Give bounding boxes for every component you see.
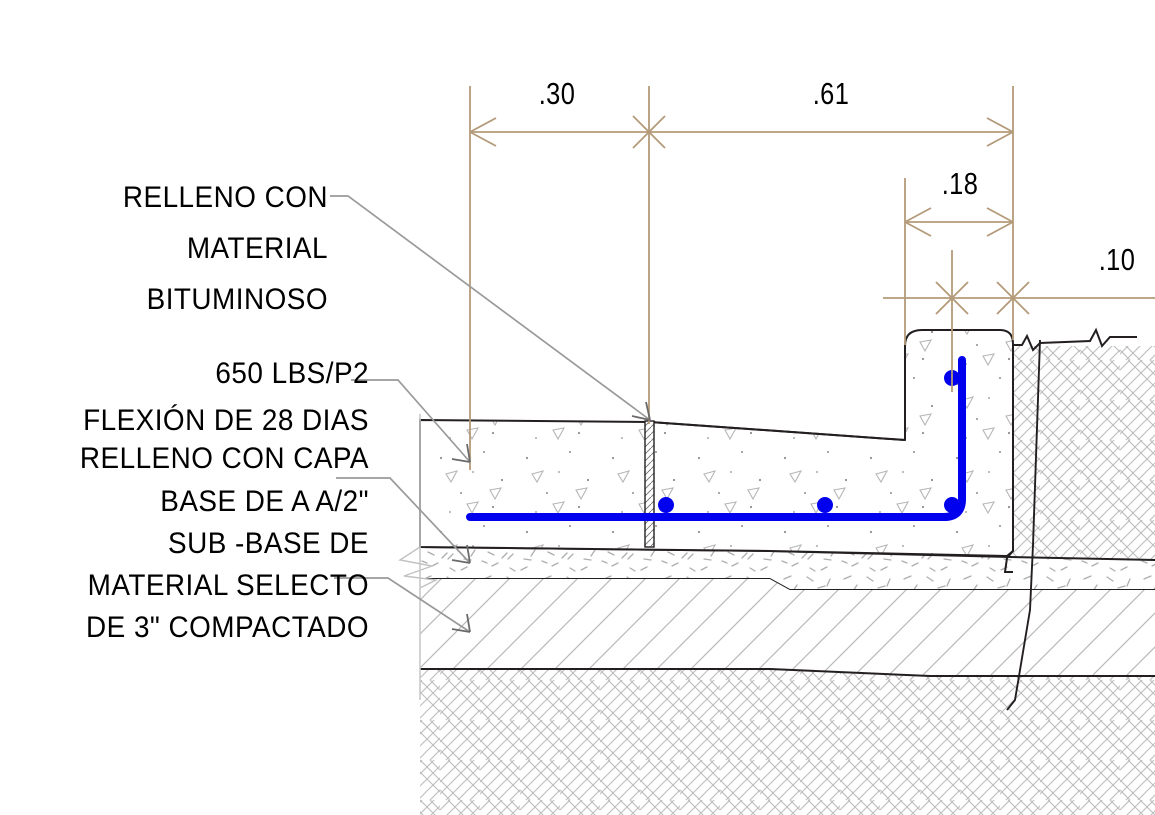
note-line-relleno-con: RELLENO CON [122, 181, 328, 214]
arrow-right-018 [986, 207, 1014, 237]
dim-label-018: .18 [941, 166, 979, 201]
construction-joint [644, 420, 655, 548]
leader-concreto [351, 379, 471, 463]
rebar-dot [658, 497, 674, 513]
arrow-left-030 [469, 117, 497, 147]
dim-label-030: .30 [538, 76, 576, 111]
note-line-relleno-capa: RELLENO CON CAPA [79, 442, 369, 475]
note-line-material-selecto: MATERIAL SELECTO [87, 569, 369, 602]
tick-010-b [996, 281, 1030, 315]
note-line-sub-base: SUB -BASE DE [168, 527, 369, 560]
dim-label-061: .61 [812, 76, 850, 111]
note-line-bituminoso: BITUMINOSO [146, 283, 328, 316]
footing-bottom-edge [1003, 550, 1014, 573]
dimension-network [469, 86, 1155, 470]
tick-010-a [935, 281, 969, 315]
sub-base-layer [420, 577, 1155, 677]
arrow-right-061 [986, 117, 1014, 147]
rebar-dot [817, 497, 833, 513]
natural-ground-line [1013, 327, 1137, 352]
rebar-assembly [466, 356, 966, 521]
tick-mid-030-061 [632, 115, 666, 149]
leader-base [336, 477, 471, 564]
concrete-section [419, 329, 1014, 557]
arrow-left-018 [904, 207, 932, 237]
note-line-flexion: FLEXIÓN DE 28 DIAS [83, 404, 369, 437]
note-line-compactado: DE 3" COMPACTADO [86, 611, 369, 644]
note-block-relleno-bituminoso: RELLENO CON MATERIAL BITUMINOSO [0, 181, 328, 315]
leader-lines [330, 195, 651, 633]
note-block-material-specs: 650 LBS/P2 FLEXIÓN DE 28 DIAS RELLENO CO… [0, 357, 369, 643]
note-line-material: MATERIAL [186, 232, 328, 265]
rebar-dot [944, 497, 960, 513]
leader-arrowheads [451, 401, 651, 633]
leader-subbase [334, 577, 471, 633]
note-line-650-lbs: 650 LBS/P2 [215, 357, 369, 390]
dim-label-010: .10 [1098, 242, 1136, 277]
leader-bituminoso [330, 195, 651, 421]
note-line-base-de: BASE DE A A/2" [160, 485, 369, 518]
trench-face-line [1006, 339, 1041, 711]
